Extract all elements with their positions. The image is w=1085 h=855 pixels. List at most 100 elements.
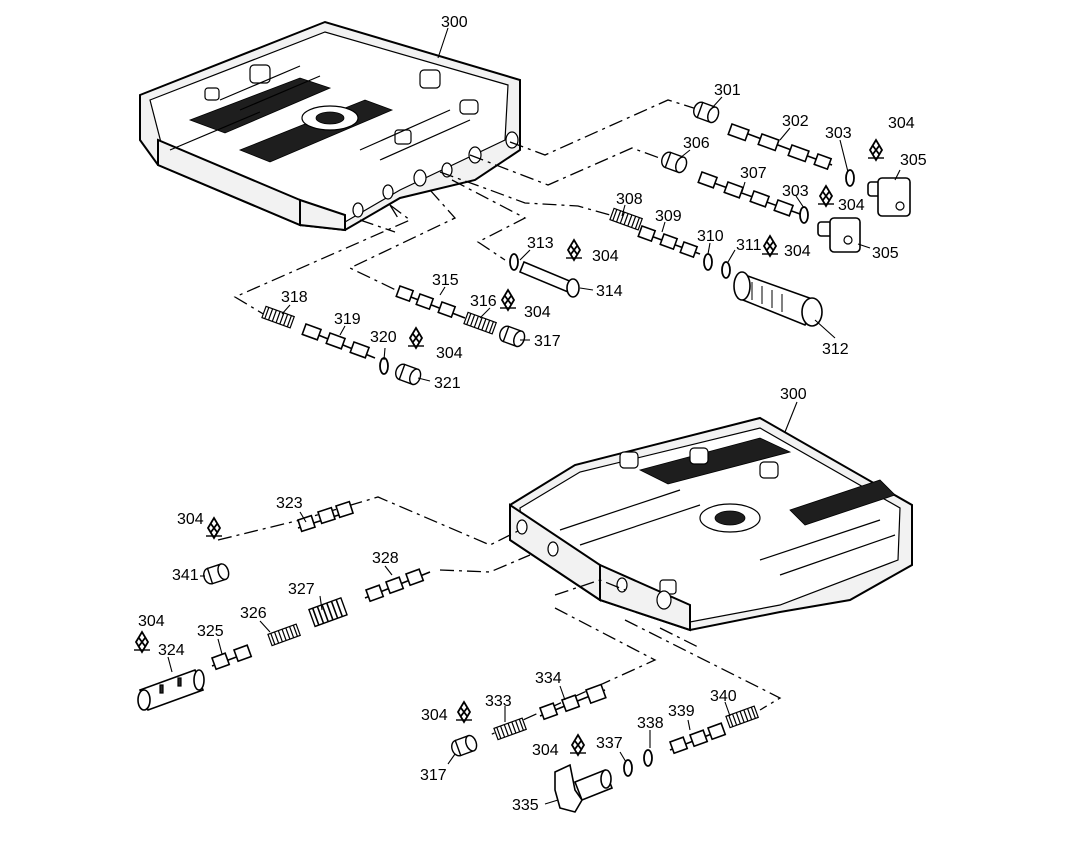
- label-304-h: 304: [138, 613, 165, 630]
- label-312: 312: [822, 341, 849, 358]
- part-304-clip-j: [569, 734, 587, 756]
- part-312-solenoid: [733, 271, 823, 327]
- label-319: 319: [334, 311, 361, 328]
- part-304-clip-c: [565, 239, 583, 261]
- part-326-spring: [267, 623, 301, 647]
- label-320: 320: [370, 329, 397, 346]
- part-304-clip-h: [133, 631, 151, 653]
- part-302-valve: [727, 122, 833, 171]
- valve-body-upper: [139, 20, 521, 232]
- valve-body-lower: [509, 416, 913, 632]
- part-317-plug-lower: [448, 733, 480, 759]
- label-328: 328: [372, 550, 399, 567]
- label-302: 302: [782, 113, 809, 130]
- part-325-valve: [210, 644, 253, 671]
- part-333-spring: [493, 717, 527, 741]
- part-327-spring: [308, 597, 348, 628]
- label-321: 321: [434, 375, 461, 392]
- label-339: 339: [668, 703, 695, 720]
- label-327: 327: [288, 581, 315, 598]
- callout-labels: 300 300 301 302 303 303 304 304 304 304 …: [138, 14, 927, 814]
- part-316-spring: [463, 311, 497, 335]
- part-318-spring: [261, 305, 295, 329]
- label-325: 325: [197, 623, 224, 640]
- part-320-ring: [379, 357, 389, 375]
- part-314-valve: [518, 260, 580, 298]
- label-314: 314: [596, 283, 623, 300]
- label-303-b: 303: [782, 183, 809, 200]
- part-315-valve: [395, 284, 466, 319]
- label-310: 310: [697, 228, 724, 245]
- part-309-valve: [637, 224, 701, 259]
- part-338-ring: [643, 749, 653, 767]
- part-304-clip-i: [455, 701, 473, 723]
- part-304-clip-d: [761, 235, 779, 257]
- part-308-spring: [609, 207, 643, 231]
- label-306: 306: [683, 135, 710, 152]
- part-305-solenoid-a: [867, 177, 911, 217]
- label-335: 335: [512, 797, 539, 814]
- label-301: 301: [714, 82, 741, 99]
- label-304-e: 304: [524, 304, 551, 321]
- part-310-ring: [703, 253, 713, 271]
- part-303-ring-a: [845, 169, 855, 187]
- label-313: 313: [527, 235, 554, 252]
- label-300-upper: 300: [441, 14, 468, 31]
- part-323-valve: [296, 500, 355, 533]
- label-338: 338: [637, 715, 664, 732]
- label-304-f: 304: [436, 345, 463, 362]
- part-303-ring-b: [799, 206, 809, 224]
- label-323: 323: [276, 495, 303, 512]
- part-304-clip-e: [499, 289, 517, 311]
- label-304-d: 304: [784, 243, 811, 260]
- label-324: 324: [158, 642, 185, 659]
- label-311: 311: [736, 237, 762, 254]
- part-328-valve: [364, 568, 431, 603]
- label-340: 340: [710, 688, 737, 705]
- label-304-b: 304: [838, 197, 865, 214]
- label-304-i: 304: [421, 707, 448, 724]
- label-334: 334: [535, 670, 562, 687]
- label-317-lower: 317: [420, 767, 447, 784]
- part-304-clip-g: [205, 517, 223, 539]
- part-334-valve: [538, 683, 607, 721]
- label-305-a: 305: [900, 152, 927, 169]
- part-311-ring: [721, 261, 731, 279]
- label-341: 341: [172, 567, 199, 584]
- part-305-solenoid-b: [817, 217, 861, 253]
- label-317-upper: 317: [534, 333, 561, 350]
- part-340-spring: [725, 705, 759, 729]
- part-307-valve: [697, 170, 801, 217]
- label-304-j: 304: [532, 742, 559, 759]
- part-321-plug: [392, 361, 424, 387]
- part-335-solenoid: [554, 763, 614, 813]
- label-316: 316: [470, 293, 497, 310]
- part-304-clip-b: [817, 185, 835, 207]
- label-304-g: 304: [177, 511, 204, 528]
- part-337-ring: [623, 759, 633, 777]
- label-304-a: 304: [888, 115, 915, 132]
- part-339-valve: [668, 722, 727, 755]
- label-318: 318: [281, 289, 308, 306]
- part-319-valve: [301, 322, 376, 359]
- part-324-sleeve: [137, 668, 205, 712]
- part-304-clip-a: [867, 139, 885, 161]
- part-341-plug: [201, 561, 232, 587]
- part-317-plug-upper: [496, 323, 528, 349]
- label-303-a: 303: [825, 125, 852, 142]
- label-307: 307: [740, 165, 767, 182]
- label-309: 309: [655, 208, 682, 225]
- label-305-b: 305: [872, 245, 899, 262]
- part-304-clip-f: [407, 327, 425, 349]
- assembly-lines: [217, 99, 782, 736]
- label-308: 308: [616, 191, 643, 208]
- label-326: 326: [240, 605, 267, 622]
- label-300-lower: 300: [780, 386, 807, 403]
- label-337: 337: [596, 735, 623, 752]
- label-304-c: 304: [592, 248, 619, 265]
- leader-lines: [167, 27, 901, 805]
- label-315: 315: [432, 272, 459, 289]
- part-313-ring: [509, 253, 519, 271]
